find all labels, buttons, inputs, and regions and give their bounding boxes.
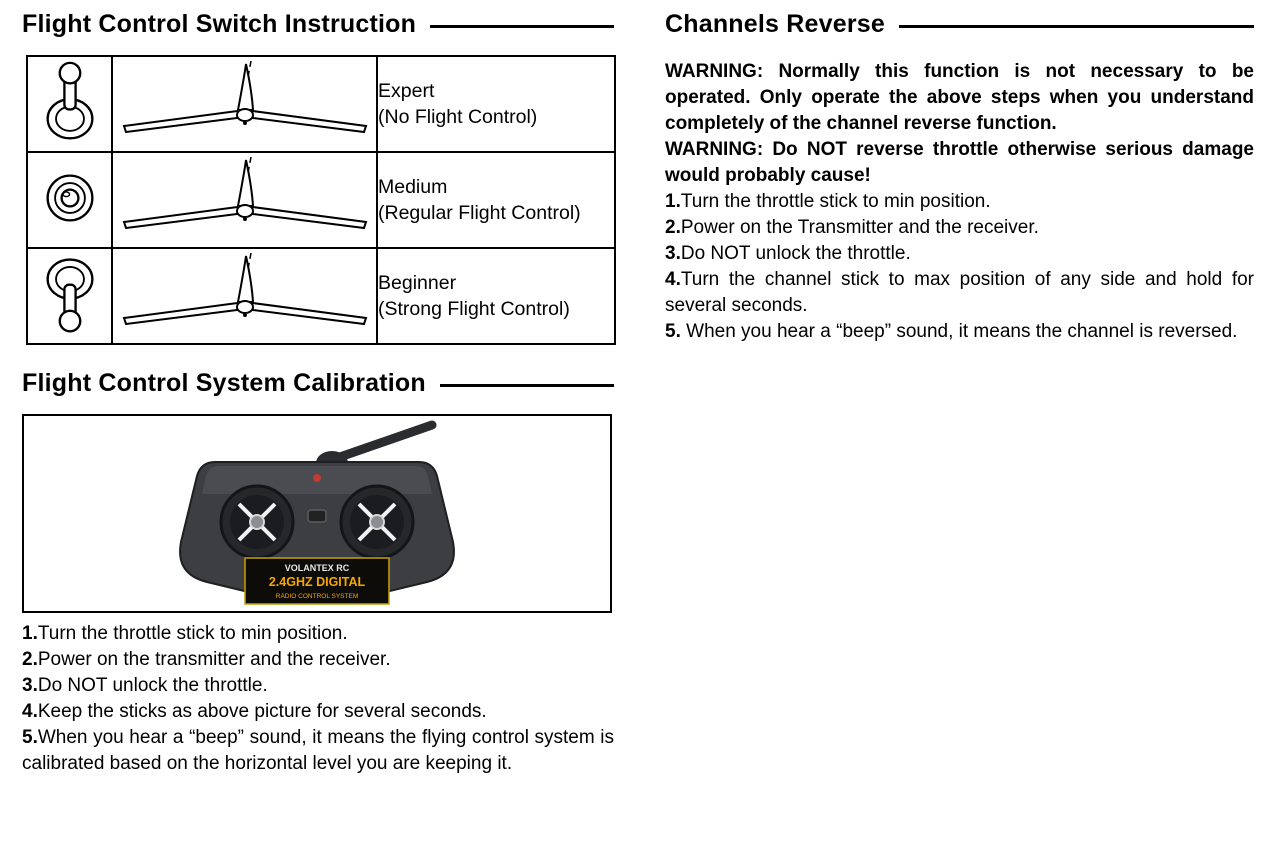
step-item: 5.When you hear a “beep” sound, it means… bbox=[22, 725, 614, 777]
switch-cell bbox=[26, 247, 113, 345]
warning-text: WARNING: Do NOT reverse throttle otherwi… bbox=[665, 139, 1254, 186]
step-item: 4.Turn the channel stick to max position… bbox=[665, 267, 1254, 319]
mode-name: Beginner bbox=[378, 272, 457, 294]
channels-reverse-heading: Channels Reverse bbox=[665, 10, 1254, 39]
channels-reverse-steps: 1.Turn the throttle stick to min positio… bbox=[665, 189, 1254, 345]
step-number: 2. bbox=[665, 217, 681, 238]
step-item: 2.Power on the transmitter and the recei… bbox=[22, 647, 614, 673]
step-text: When you hear a “beep” sound, it means t… bbox=[22, 727, 614, 774]
transmitter-label-main-text: 2.4GHZ DIGITAL bbox=[269, 575, 366, 589]
toggle-switch-up-icon bbox=[45, 61, 94, 140]
step-item: 2.Power on the Transmitter and the recei… bbox=[665, 215, 1254, 241]
transmitter-illustration: VOLANTEX RC 2.4GHZ DIGITAL RADIO CONTROL… bbox=[179, 420, 455, 605]
table-row: Beginner (Strong Flight Control) bbox=[26, 247, 616, 345]
heading-rule bbox=[439, 383, 614, 387]
airplane-level-icon bbox=[122, 60, 367, 133]
step-number: 2. bbox=[22, 649, 38, 670]
manual-page: Flight Control Switch Instruction bbox=[22, 6, 1254, 777]
toggle-switch-down-icon bbox=[45, 257, 94, 332]
mode-description: (Regular Flight Control) bbox=[378, 202, 581, 224]
step-item: 3.Do NOT unlock the throttle. bbox=[22, 673, 614, 699]
table-row: Medium (Regular Flight Control) bbox=[26, 151, 616, 249]
step-item: 5. When you hear a “beep” sound, it mean… bbox=[665, 319, 1254, 345]
step-item: 1.Turn the throttle stick to min positio… bbox=[22, 621, 614, 647]
step-number: 4. bbox=[665, 269, 681, 290]
step-number: 5. bbox=[22, 727, 38, 748]
heading-rule bbox=[430, 24, 614, 28]
step-text: Turn the throttle stick to min position. bbox=[680, 191, 991, 212]
mode-label-cell: Expert (No Flight Control) bbox=[376, 55, 616, 153]
airplane-level-icon bbox=[122, 252, 367, 325]
switch-cell bbox=[26, 151, 113, 249]
transmitter-label-sub-text: RADIO CONTROL SYSTEM bbox=[276, 593, 358, 600]
mode-description: (No Flight Control) bbox=[378, 106, 538, 128]
mode-label-cell: Medium (Regular Flight Control) bbox=[376, 151, 616, 249]
step-number: 1. bbox=[665, 191, 681, 212]
transmitter-image-frame: VOLANTEX RC 2.4GHZ DIGITAL RADIO CONTROL… bbox=[22, 414, 612, 613]
step-number: 4. bbox=[22, 701, 38, 722]
heading-rule bbox=[898, 24, 1254, 28]
step-text: Do NOT unlock the throttle. bbox=[680, 243, 911, 264]
plane-cell bbox=[111, 55, 378, 153]
page-title-switch-instruction: Flight Control Switch Instruction bbox=[22, 10, 417, 38]
warning-text: WARNING: Normally this function is not n… bbox=[665, 61, 1254, 134]
page-title-channels-reverse: Channels Reverse bbox=[665, 10, 885, 38]
toggle-switch-center-icon bbox=[45, 173, 94, 222]
step-item: 4.Keep the sticks as above picture for s… bbox=[22, 699, 614, 725]
step-text: Turn the channel stick to max position o… bbox=[665, 269, 1254, 316]
right-column: Channels Reverse WARNING: Normally this … bbox=[665, 6, 1254, 777]
switch-instruction-table: Expert (No Flight Control) bbox=[26, 55, 616, 345]
step-text: Power on the Transmitter and the receive… bbox=[680, 217, 1039, 238]
mode-name: Medium bbox=[378, 176, 448, 198]
step-text: Power on the transmitter and the receive… bbox=[37, 649, 391, 670]
step-number: 5. bbox=[665, 321, 681, 342]
switch-instruction-heading: Flight Control Switch Instruction bbox=[22, 10, 614, 39]
calibration-heading: Flight Control System Calibration bbox=[22, 369, 614, 398]
calibration-steps: 1.Turn the throttle stick to min positio… bbox=[22, 621, 614, 777]
step-number: 1. bbox=[22, 623, 38, 644]
step-item: 3.Do NOT unlock the throttle. bbox=[665, 241, 1254, 267]
step-number: 3. bbox=[22, 675, 38, 696]
mode-name: Expert bbox=[378, 80, 435, 102]
transmitter-brand-text: VOLANTEX RC bbox=[285, 563, 350, 573]
step-text: Keep the sticks as above picture for sev… bbox=[37, 701, 487, 722]
plane-cell bbox=[111, 247, 378, 345]
plane-cell bbox=[111, 151, 378, 249]
mode-description: (Strong Flight Control) bbox=[378, 298, 570, 320]
step-text: Do NOT unlock the throttle. bbox=[37, 675, 268, 696]
warning-block: WARNING: Normally this function is not n… bbox=[665, 59, 1254, 189]
step-item: 1.Turn the throttle stick to min positio… bbox=[665, 189, 1254, 215]
mode-label-cell: Beginner (Strong Flight Control) bbox=[376, 247, 616, 345]
step-number: 3. bbox=[665, 243, 681, 264]
step-text: When you hear a “beep” sound, it means t… bbox=[680, 321, 1238, 342]
page-title-calibration: Flight Control System Calibration bbox=[22, 369, 426, 397]
airplane-level-icon bbox=[122, 156, 367, 229]
switch-cell bbox=[26, 55, 113, 153]
table-row: Expert (No Flight Control) bbox=[26, 55, 616, 153]
step-text: Turn the throttle stick to min position. bbox=[37, 623, 348, 644]
left-column: Flight Control Switch Instruction bbox=[22, 6, 616, 777]
